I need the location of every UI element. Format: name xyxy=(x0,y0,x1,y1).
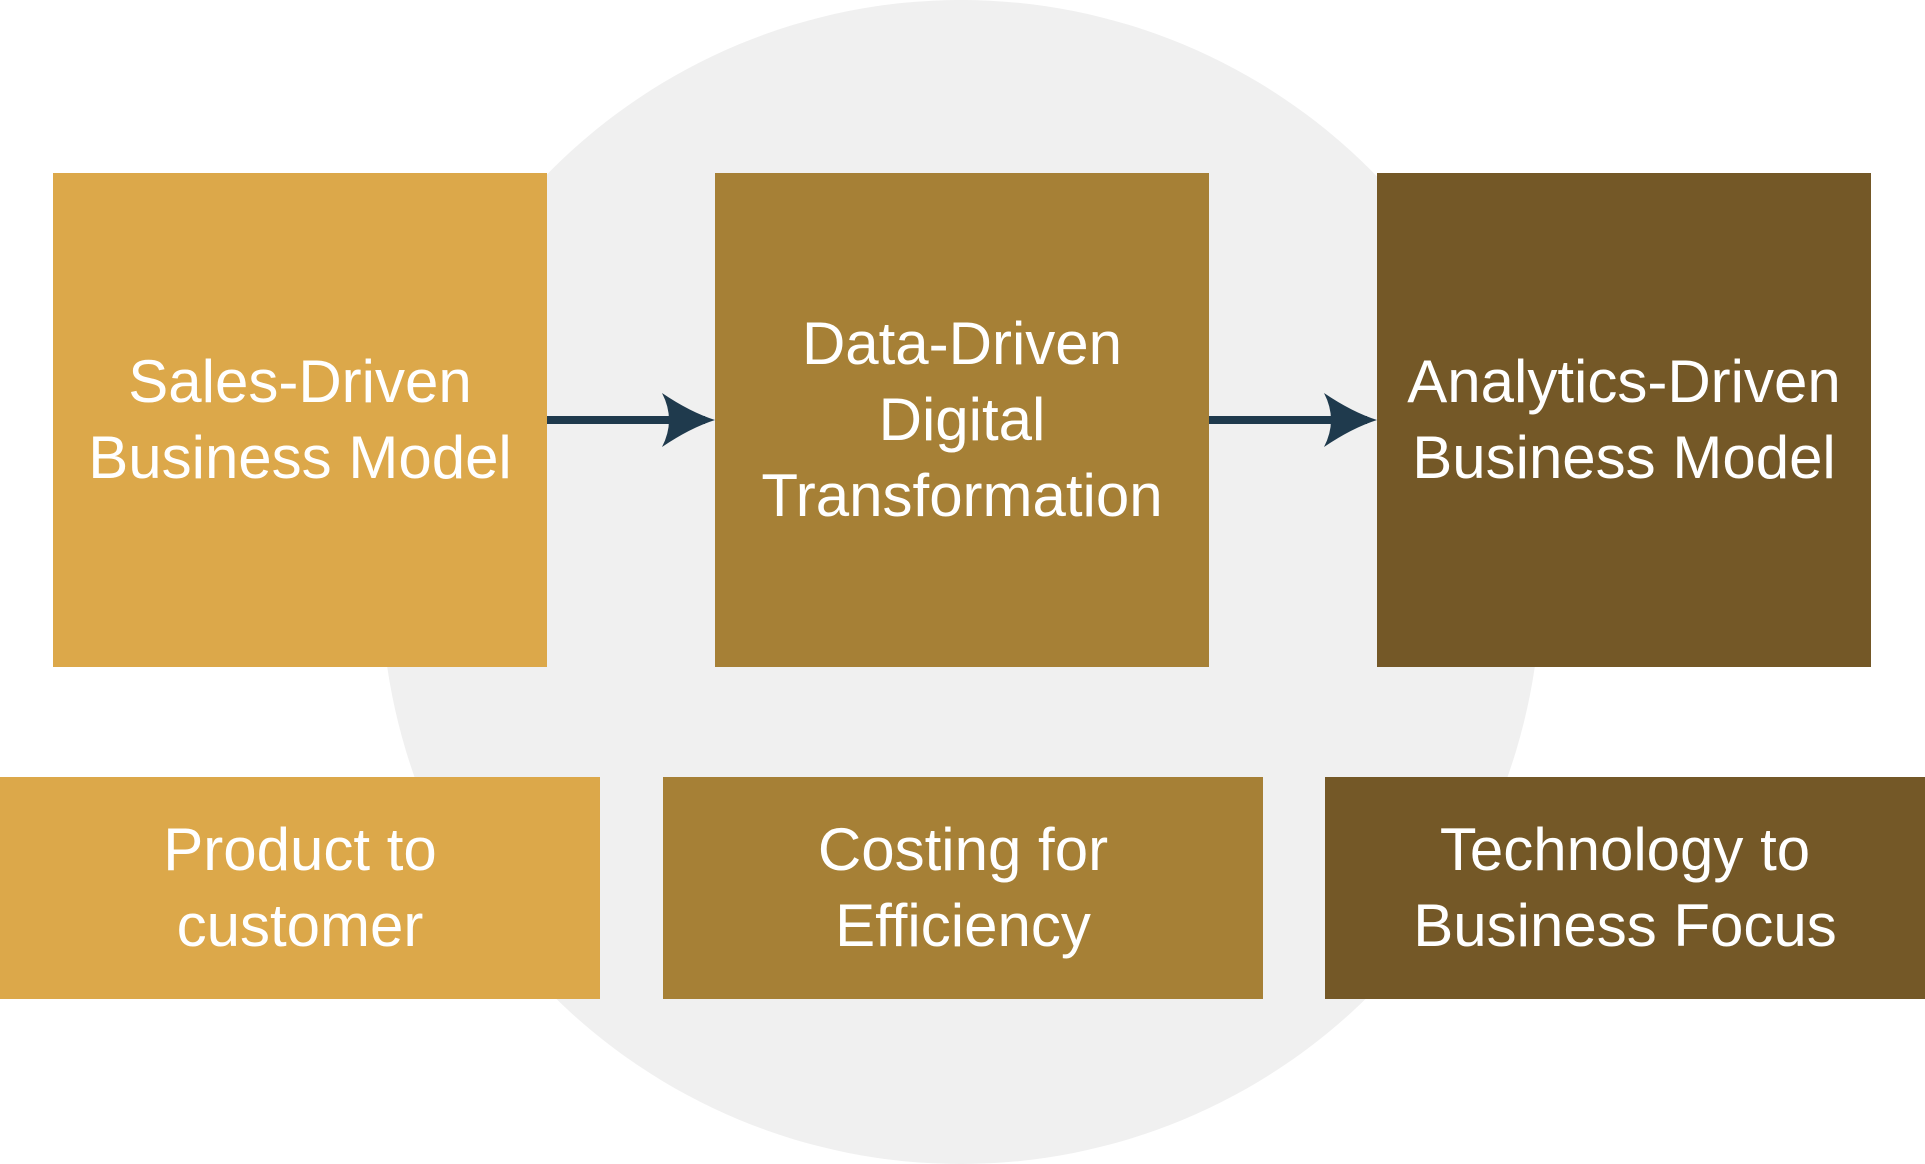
stage-label: Sales-Driven Business Model xyxy=(88,348,512,491)
stage-box-data-driven: Data-Driven Digital Transformation xyxy=(715,173,1209,667)
focus-box-product-to-customer: Product to customer xyxy=(0,777,600,999)
focus-label: Costing for Efficiency xyxy=(817,816,1109,959)
focus-label: Product to customer xyxy=(163,816,437,959)
stage-label: Data-Driven Digital Transformation xyxy=(761,310,1163,529)
focus-box-technology-to-business-focus: Technology to Business Focus xyxy=(1325,777,1925,999)
stage-label: Analytics-Driven Business Model xyxy=(1407,348,1841,491)
stage-box-sales-driven: Sales-Driven Business Model xyxy=(53,173,547,667)
stage-box-analytics-driven: Analytics-Driven Business Model xyxy=(1377,173,1871,667)
focus-label: Technology to Business Focus xyxy=(1413,816,1837,959)
focus-box-costing-for-efficiency: Costing for Efficiency xyxy=(663,777,1263,999)
